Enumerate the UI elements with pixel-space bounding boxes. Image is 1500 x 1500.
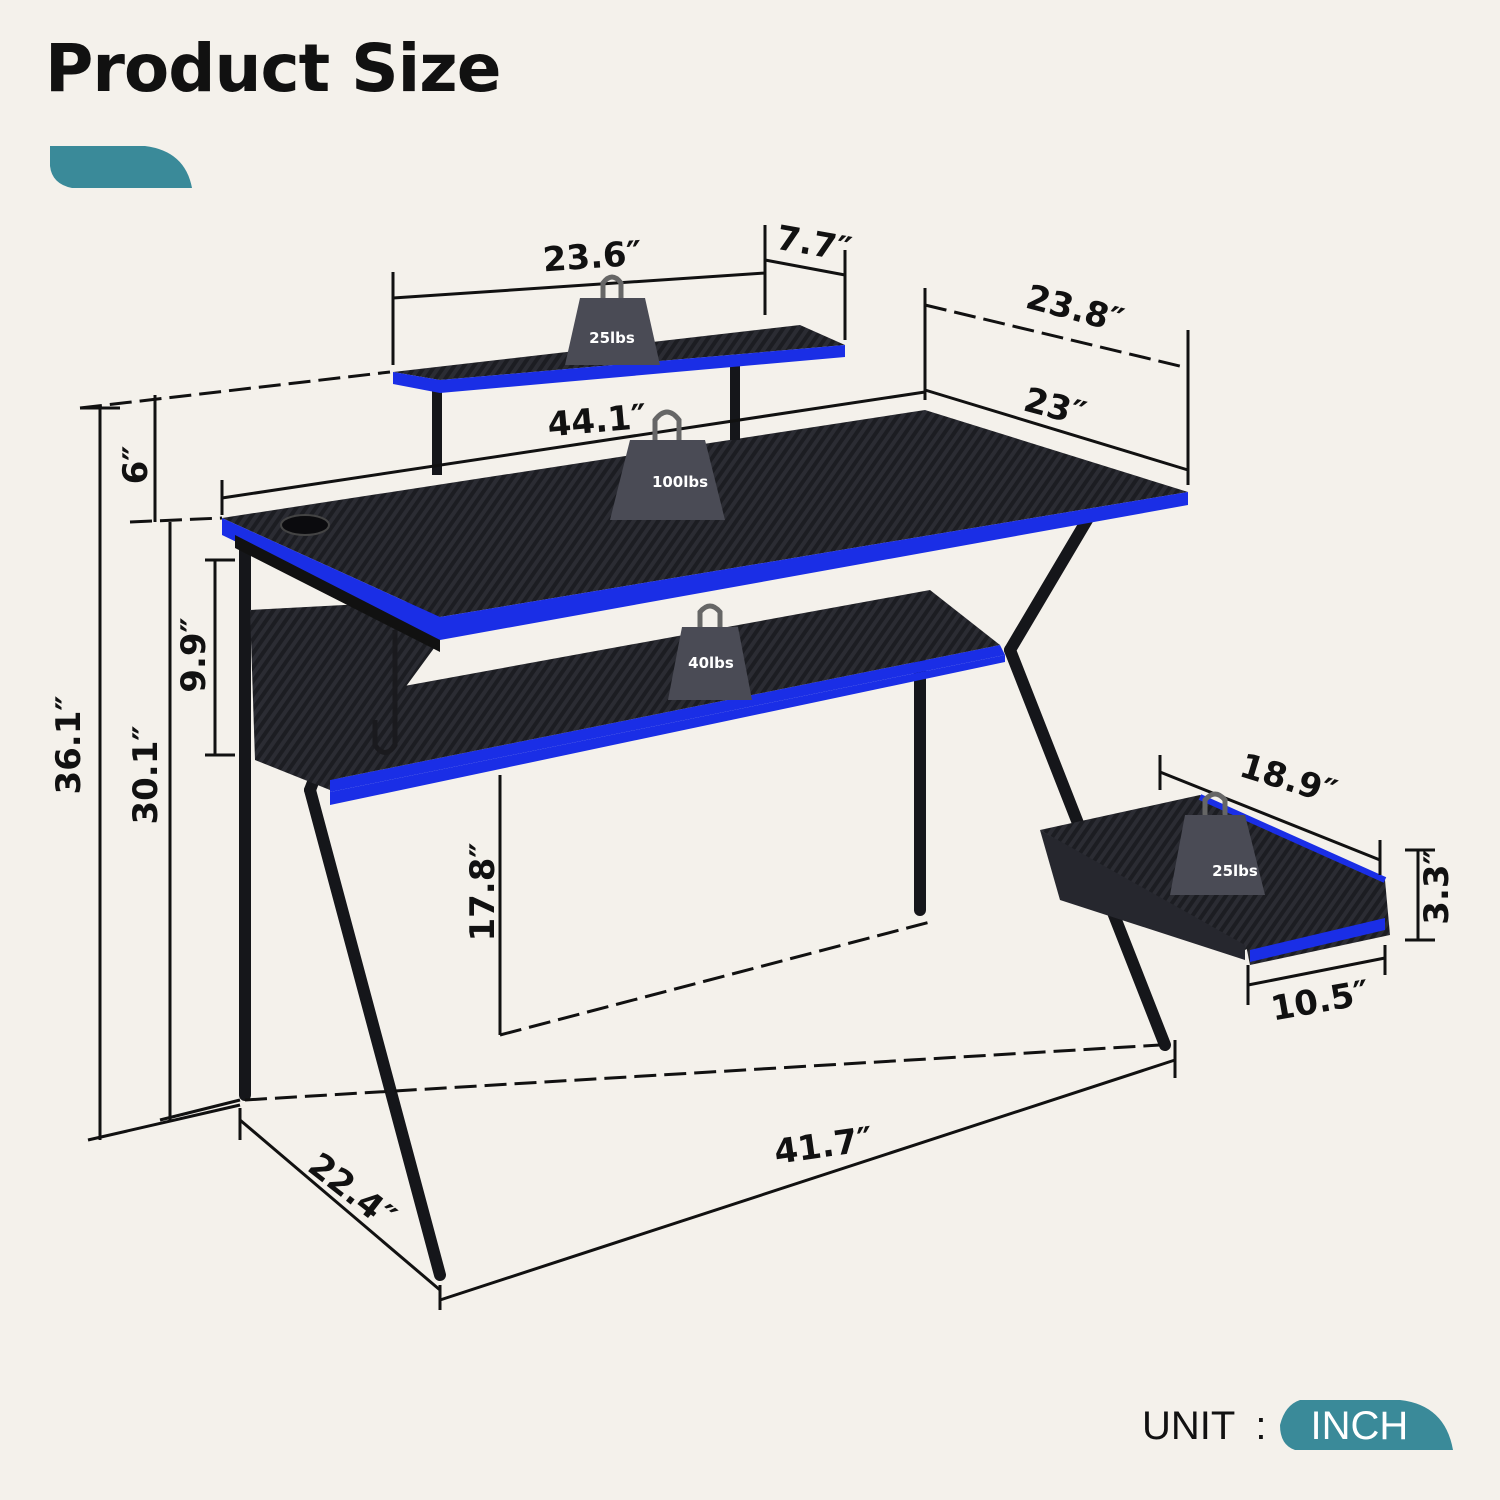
dim-label: 9.9″ [174,617,214,692]
dim-label: 30.1″ [126,725,166,824]
weight-label: 100lbs [652,473,708,491]
dim-label: 44.1″ [546,397,648,445]
dim-label: 23.8″ [1022,277,1128,341]
dim-label: 23″ [1019,380,1090,435]
storage-shelf [330,645,1005,792]
cup-holder [280,514,330,536]
weight-monitor-shelf: 25lbs [565,274,660,365]
dim-label: 41.7″ [772,1119,876,1172]
weight-storage-shelf: 40lbs [668,603,752,700]
weight-label: 40lbs [688,654,734,672]
page-title: Product Size [45,30,501,107]
dim-label: 23.6″ [541,234,643,281]
unit-separator: : [1255,1403,1267,1448]
weight-desktop: 100lbs [610,409,725,520]
dim-label: 17.8″ [463,842,503,941]
dimension-lines [79,225,1435,1310]
weight-host-tray: 25lbs [1170,791,1265,895]
headphone-hook [372,630,398,755]
storage-shelf-top [300,590,1000,780]
dim-label: 18.9″ [1235,746,1341,813]
weight-label: 25lbs [589,329,635,347]
dim-label: 10.5″ [1268,973,1373,1030]
monitor-shelf-led-edge [393,345,845,393]
accent-swoosh [50,146,192,188]
monitor-shelf-legs [432,365,740,475]
unit-indicator: UNIT : INCH [1142,1400,1455,1452]
unit-label: UNIT [1142,1403,1236,1448]
dim-label: 22.4″ [300,1145,403,1238]
unit-value: INCH [1310,1404,1409,1448]
dim-label: 6″ [116,446,156,485]
weight-label: 25lbs [1212,862,1258,880]
dim-label: 3.3″ [1417,849,1457,924]
dim-label: 36.1″ [49,695,89,794]
unit-badge: INCH [1280,1400,1455,1452]
